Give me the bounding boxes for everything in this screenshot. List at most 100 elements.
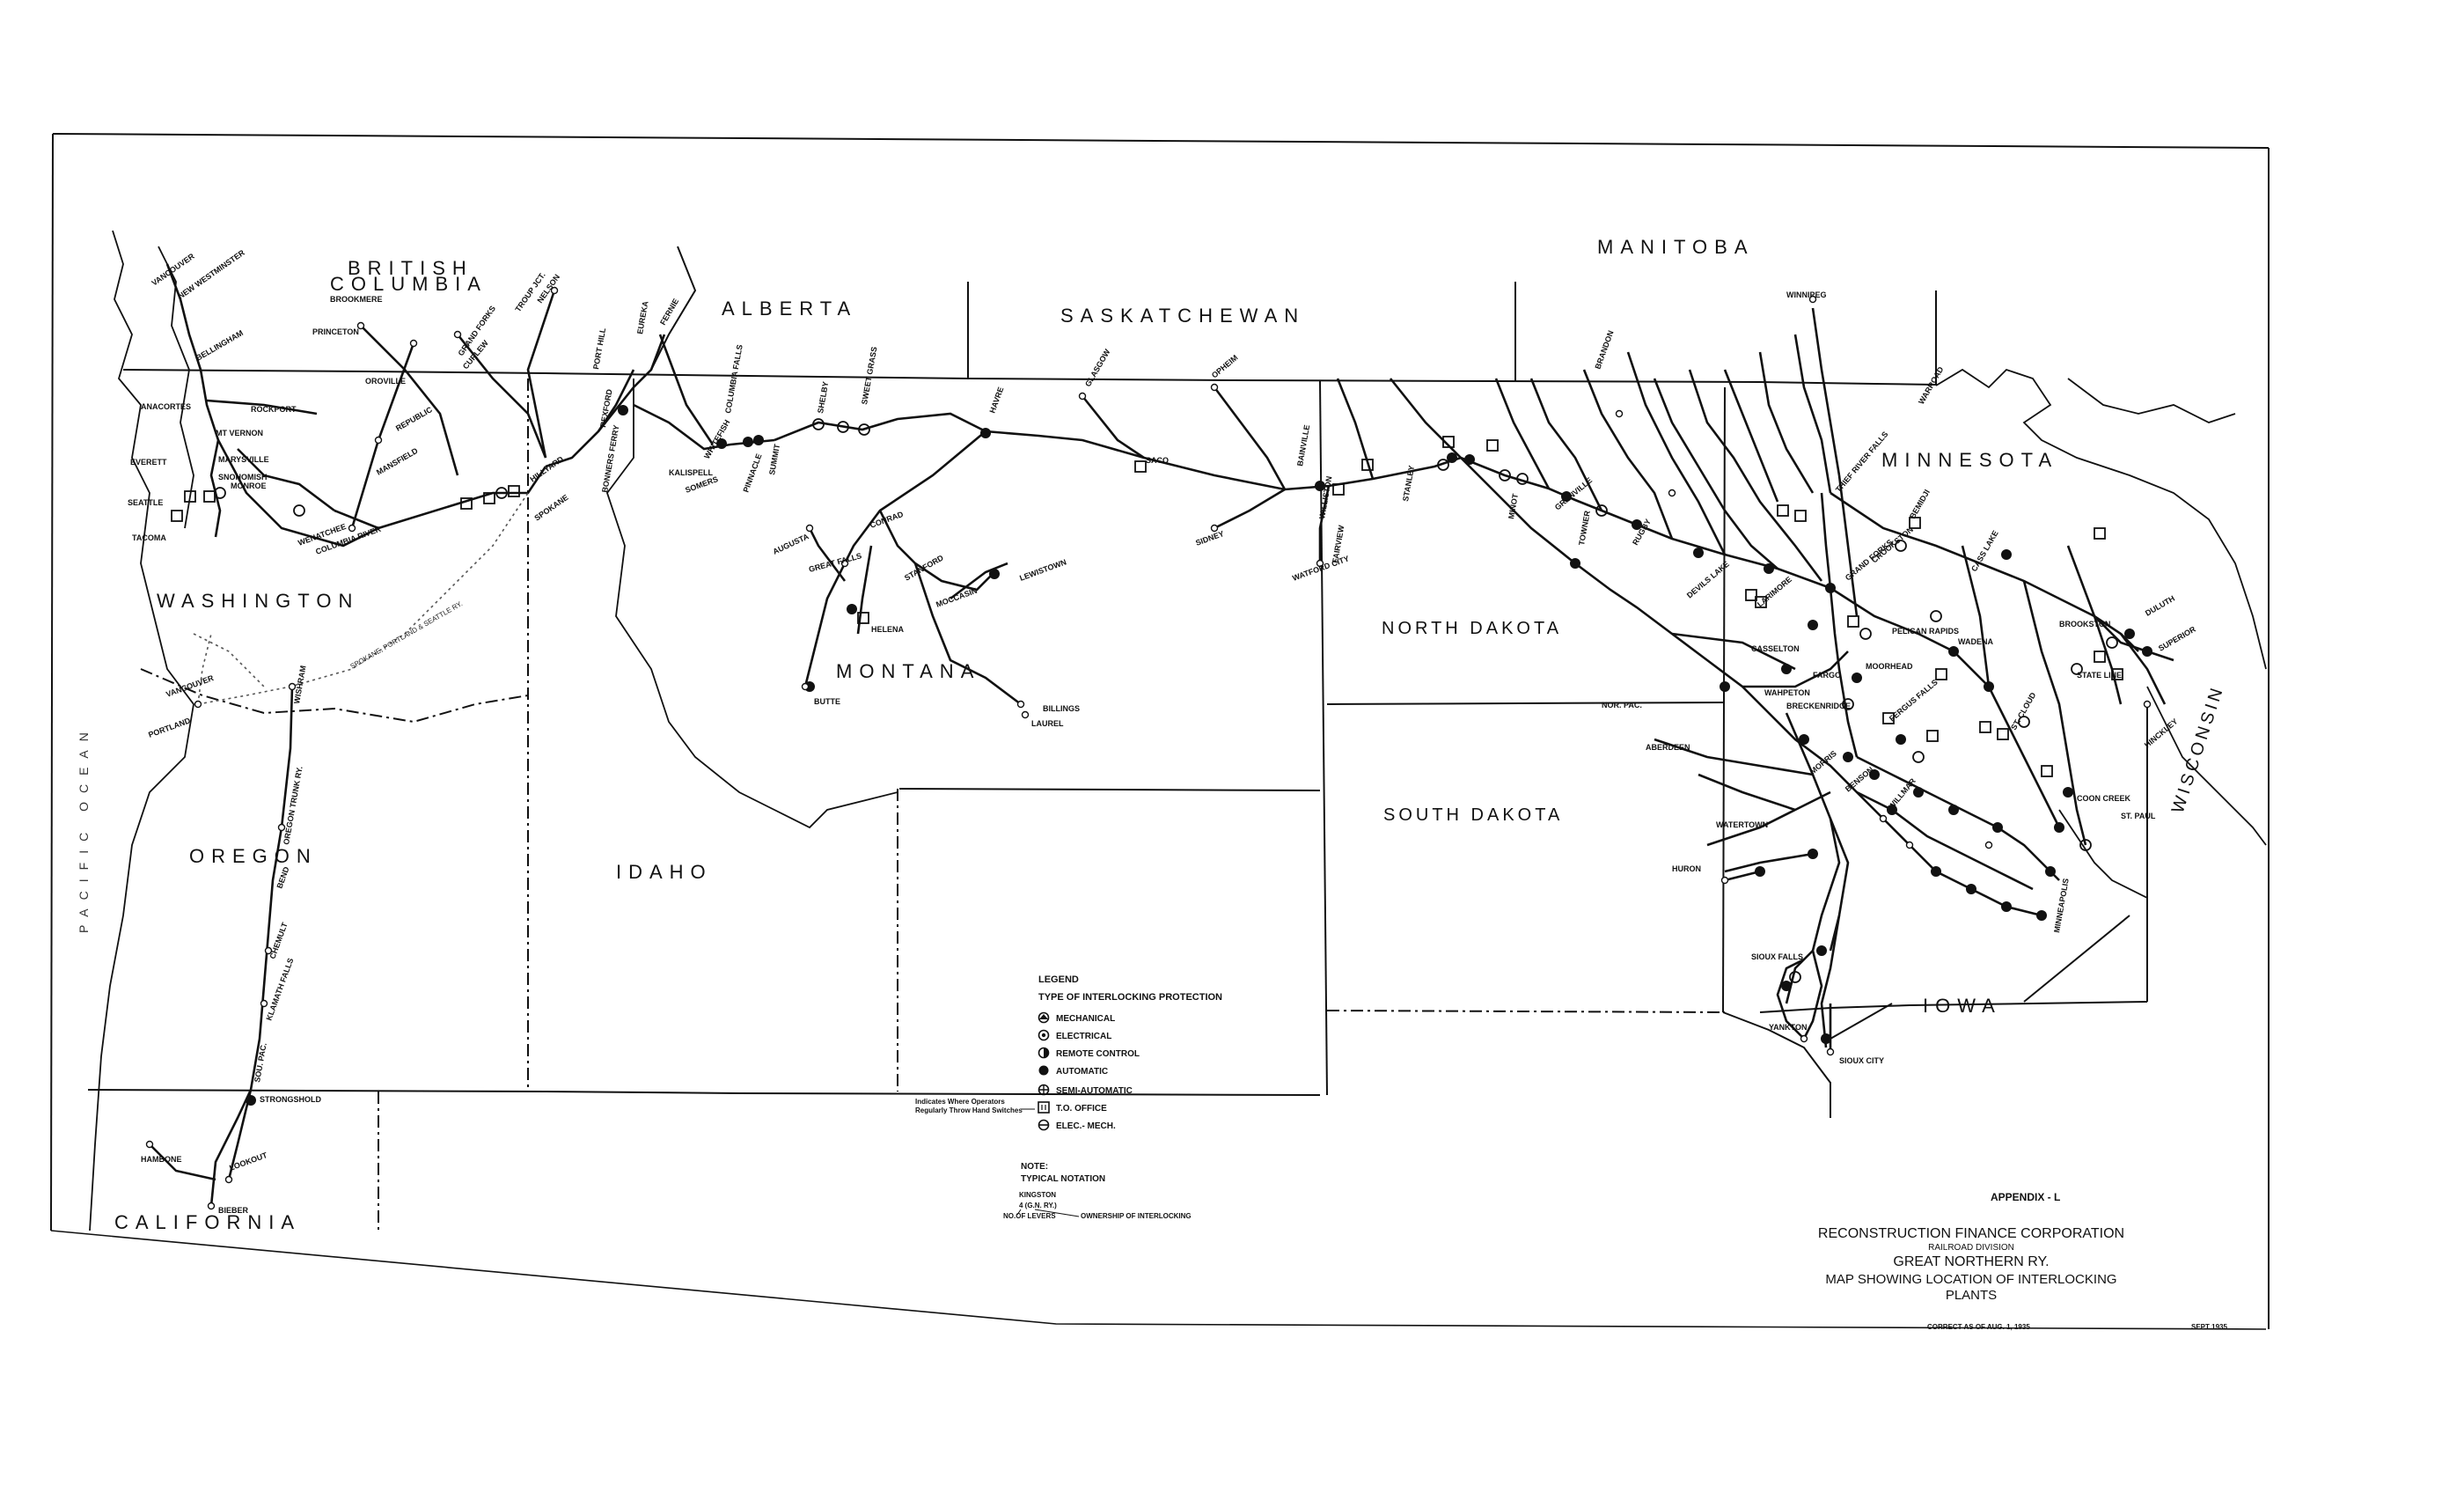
interlocking-plants (145, 286, 2152, 1210)
town-somers: SOMERS (684, 474, 719, 495)
legend-item-4: SEMI-AUTOMATIC (1056, 1086, 1133, 1096)
label-washington: WASHINGTON (157, 590, 359, 612)
town-winnipeg: WINNIPEG (1786, 290, 1827, 299)
town-eureka: EUREKA (635, 300, 650, 335)
town-shelby: SHELBY (816, 381, 830, 415)
division-name: RAILROAD DIVISION (1928, 1243, 2014, 1253)
town-bellingham: BELLINGHAM (194, 328, 245, 363)
appendix-label: APPENDIX - L (1991, 1191, 2060, 1203)
lake-of-the-woods (1935, 368, 2267, 670)
town-bainville: BAINVILLE (1295, 424, 1311, 467)
label-minnesota: MINNESOTA (1881, 449, 2058, 471)
label-manitoba: MANITOBA (1597, 236, 1755, 258)
town-stanley: STANLEY (1401, 465, 1416, 502)
town-havre: HAVRE (987, 386, 1005, 414)
legend-title: LEGEND (1038, 974, 1079, 985)
town-willmar: WILLMAR (1887, 776, 1918, 811)
town-pinnacle: PINNACLE (741, 452, 763, 494)
legend-subtitle: TYPE OF INTERLOCKING PROTECTION (1038, 992, 1222, 1003)
town-huron: HURON (1672, 864, 1701, 873)
legend-side-note-1: Indicates Where Operators (915, 1098, 1005, 1106)
town-monroe: MONROE (231, 482, 267, 490)
electrical-legend-icon (1038, 1029, 1050, 1041)
town-mt-vernon: MT VERNON (216, 429, 263, 437)
town-sioux-city: SIOUX CITY (1839, 1056, 1884, 1065)
label-saskatchewan: SASKATCHEWAN (1060, 305, 1305, 327)
pacific-coastline (89, 230, 194, 1231)
town-sioux-falls: SIOUX FALLS (1751, 952, 1803, 961)
railroad-network (149, 263, 2174, 1207)
town-brookmere: BROOKMERE (330, 295, 383, 304)
org-name: RECONSTRUCTION FINANCE CORPORATION (1818, 1226, 2124, 1241)
town-snohomish: SNOHOMISH (218, 473, 268, 482)
town-anacortes: ANACORTES (141, 402, 191, 411)
mechanical-marker (214, 418, 2118, 983)
town-bemidji: BEMIDJI (1908, 488, 1932, 520)
correct-as-of: CORRECT AS OF AUG. 1, 1935 (1927, 1323, 2030, 1331)
town-spokane: SPOKANE (532, 493, 569, 523)
note-example-code: 4 (G.N. RY.) (1019, 1202, 1057, 1209)
town-klamath-falls: KLAMATH FALLS (264, 957, 295, 1022)
town-portland: PORTLAND (147, 716, 192, 739)
town-hinckley: HINCKLEY (2143, 717, 2180, 749)
town-fargo: FARGO (1813, 671, 1841, 680)
sheet-frame (50, 133, 2270, 1330)
note-ownership-label: OWNERSHIP OF INTERLOCKING (1081, 1212, 1192, 1220)
town-rockport: ROCKPORT (251, 405, 297, 414)
note-subtitle: TYPICAL NOTATION (1021, 1174, 1105, 1184)
town-everett: EVERETT (130, 458, 167, 467)
town-great-falls: GREAT FALLS (808, 551, 862, 574)
town-minneapolis: MINNEAPOLIS (2052, 878, 2071, 933)
town-marysville: MARYSVILLE (218, 455, 269, 464)
legend-item-1: ELECTRICAL (1056, 1032, 1111, 1041)
town-summit: SUMMIT (767, 443, 781, 475)
label-alberta: ALBERTA (722, 298, 857, 320)
town-oroville: OROVILLE (365, 377, 406, 386)
town-wahpeton: WAHPETON (1764, 688, 1810, 697)
town-wadena: WADENA (1958, 637, 1993, 646)
town-hambone: HAMBONE (141, 1155, 182, 1164)
note-example-name: KINGSTON (1019, 1191, 1056, 1199)
town-towner: TOWNER (1577, 510, 1592, 546)
town-pelican-rapids: PELICAN RAPIDS (1892, 627, 1959, 636)
town-glasgow: GLASGOW (1083, 347, 1112, 388)
town-bend: BEND (275, 865, 290, 890)
town-port-hill: PORT HILL (591, 327, 607, 370)
town-breckenridge: BRECKENRIDGE (1786, 702, 1851, 710)
label-idaho: IDAHO (616, 861, 713, 883)
automatic-marker (246, 405, 2152, 1106)
legend: LEGEND TYPE OF INTERLOCKING PROTECTION M… (915, 974, 1222, 1220)
note-levers-label: NO.OF LEVERS (1003, 1212, 1056, 1220)
sheet-date: SEPT 1935 (2191, 1323, 2227, 1331)
label-south-dakota: SOUTH DAKOTA (1383, 805, 1563, 825)
town-yankton: YANKTON (1769, 1023, 1808, 1032)
town-fergus-falls: FERGUS FALLS (1888, 678, 1940, 724)
lake-superior-shore (2067, 378, 2236, 423)
town-lewistown: LEWISTOWN (1018, 557, 1067, 582)
town-aberdeen: ABERDEEN (1646, 743, 1690, 752)
town-mansfield: MANSFIELD (375, 446, 420, 477)
t-o-office-marker (171, 436, 2123, 777)
mechanical-legend-icon (1038, 1011, 1050, 1024)
town-strongsheld: STRONGSHOLD (260, 1095, 322, 1104)
state-boundaries (87, 379, 2267, 1231)
town-hillyard: HILLYARD (528, 454, 565, 484)
title-block: APPENDIX - L RECONSTRUCTION FINANCE CORP… (1818, 1191, 2228, 1331)
station-circle (145, 286, 2152, 1210)
legend-item-0: MECHANICAL (1056, 1014, 1115, 1024)
to-office-legend-icon (1038, 1101, 1050, 1114)
label-british-columbia-2: COLUMBIA (330, 273, 488, 295)
town-labels: VANCOUVER NEW WESTMINSTER BROOKMERE PRIN… (128, 248, 2197, 1215)
town-whitefish: WHITEFISH (702, 418, 731, 460)
town-seattle: SEATTLE (128, 498, 163, 507)
label-british-columbia-1: BRITISH (348, 257, 473, 279)
map-title-line-2: PLANTS (1946, 1288, 1997, 1303)
town-sweet-grass: SWEET GRASS (860, 346, 878, 405)
town-saco: SACO (1146, 456, 1169, 465)
town-st-paul: ST. PAUL (2121, 812, 2156, 820)
label-pacific-ocean: PACIFIC OCEAN (77, 724, 91, 933)
town-bonners-ferry: BONNERS FERRY (600, 424, 620, 493)
town-moccasin: MOCCASIN (935, 586, 978, 609)
town-rexford: REXFORD (598, 388, 614, 429)
